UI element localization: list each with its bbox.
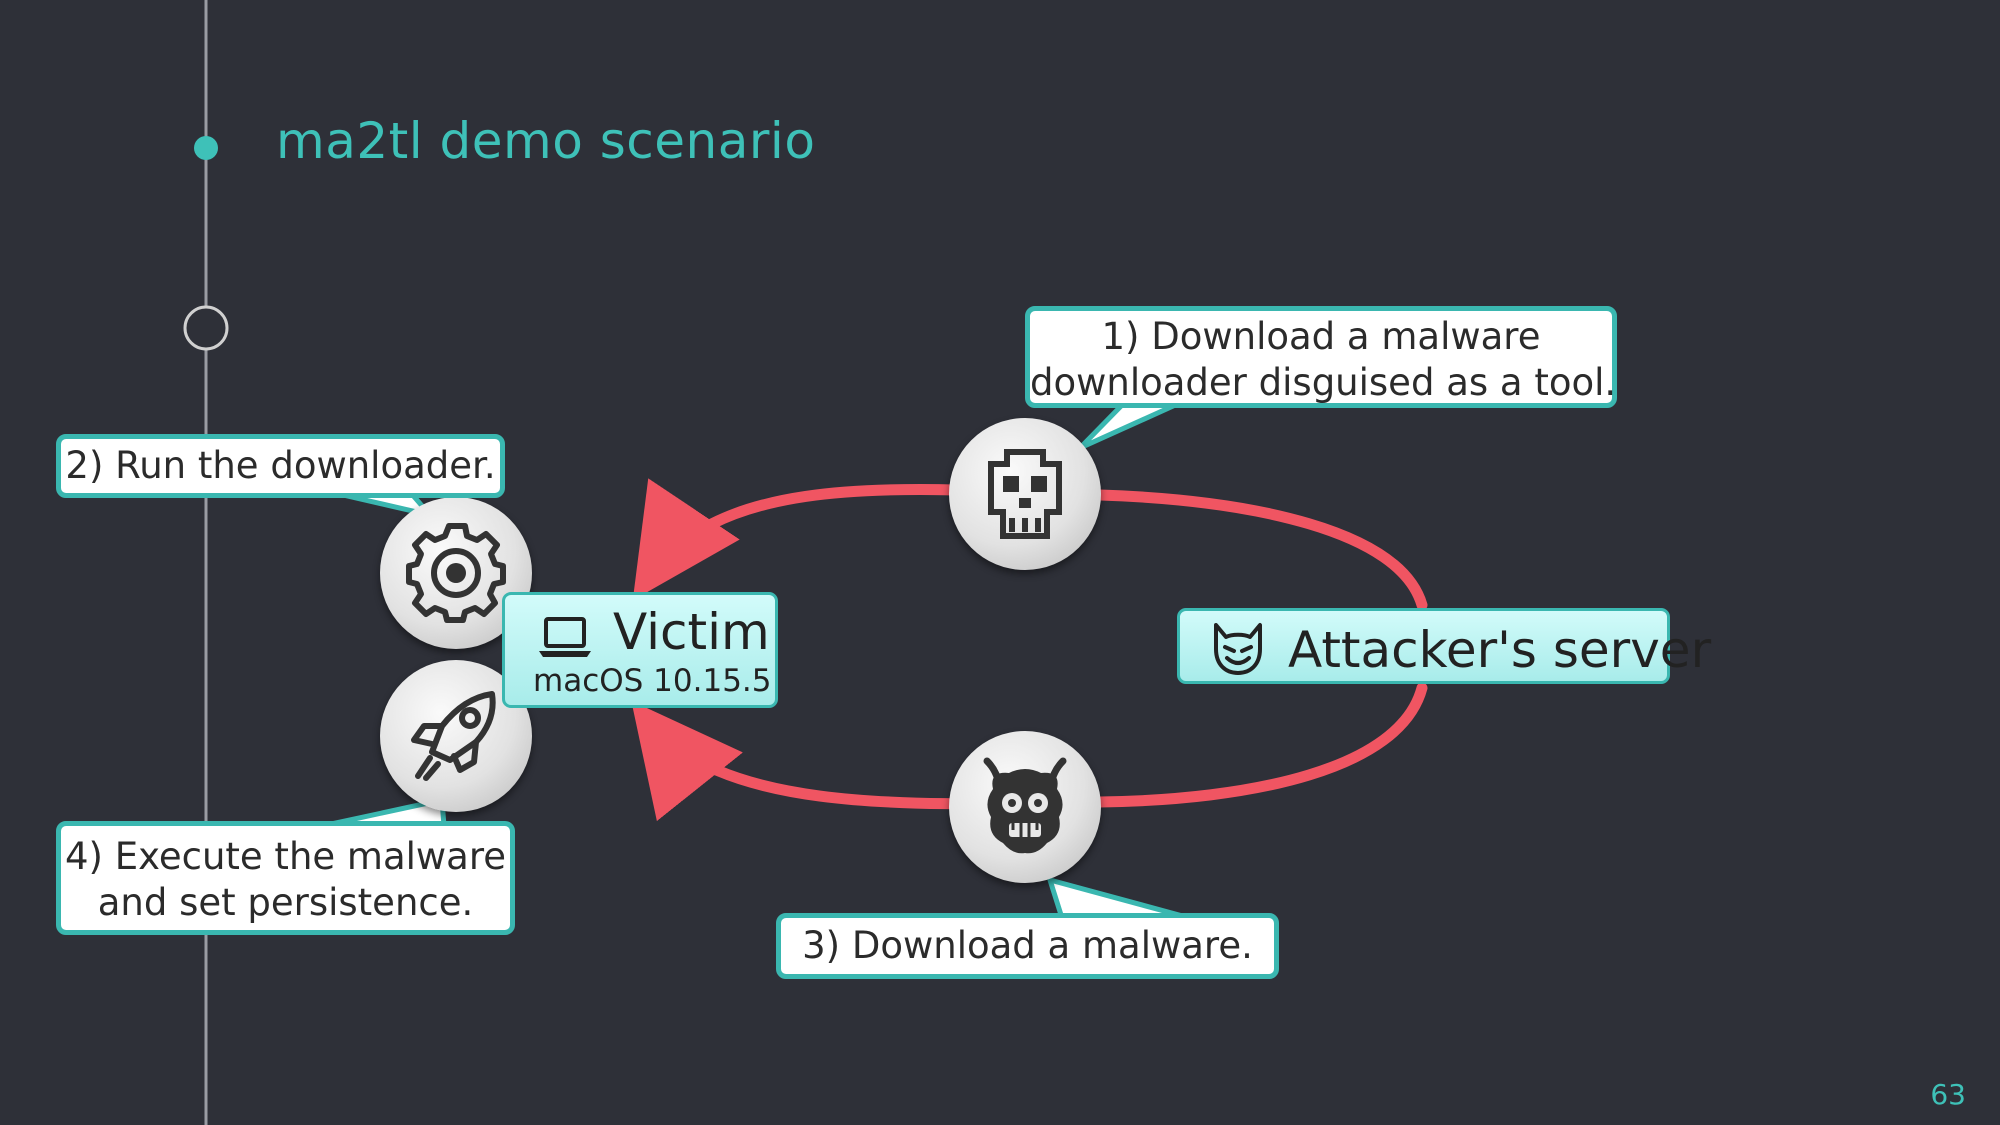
timeline-dot-inactive xyxy=(183,305,229,351)
slide-title: ma2tl demo scenario xyxy=(276,112,816,170)
callout-step-2: 2) Run the downloader. xyxy=(56,434,505,498)
victim-node: Victim macOS 10.15.5 xyxy=(502,592,778,708)
demon-step-circle xyxy=(949,731,1101,883)
victim-label: Victim xyxy=(613,603,770,661)
callout-step-4: 4) Execute the malware and set persisten… xyxy=(56,821,515,935)
gear-step-circle xyxy=(380,497,532,649)
callout-step-1-line-1: 1) Download a malware xyxy=(1101,315,1541,358)
callout-step-4-line-2: and set persistence. xyxy=(97,881,474,924)
callout-step-1-line-2: downloader disguised as a tool. xyxy=(1030,361,1617,404)
skull-step-circle xyxy=(949,418,1101,570)
callout-step-4-line-1: 4) Execute the malware xyxy=(64,835,507,878)
callout-step-2-line-1: 2) Run the downloader. xyxy=(65,444,496,487)
rocket-icon xyxy=(411,691,496,781)
laptop-icon xyxy=(539,617,591,657)
page-number: 63 xyxy=(1930,1078,1966,1111)
attacker-label: Attacker's server xyxy=(1288,621,1712,679)
attacker-node: Attacker's server xyxy=(1177,608,1711,684)
callout-step-3-line-1: 3) Download a malware. xyxy=(802,924,1253,967)
devil-icon xyxy=(1214,623,1262,675)
timeline-dot-active xyxy=(194,136,218,160)
gear-icon xyxy=(406,523,506,623)
victim-os: macOS 10.15.5 xyxy=(533,663,772,699)
callout-step-3: 3) Download a malware. xyxy=(776,913,1279,979)
demon-mask-icon xyxy=(983,757,1067,854)
pixel-skull-icon xyxy=(988,449,1062,539)
callout-step-1: 1) Download a malware downloader disguis… xyxy=(1025,306,1617,408)
